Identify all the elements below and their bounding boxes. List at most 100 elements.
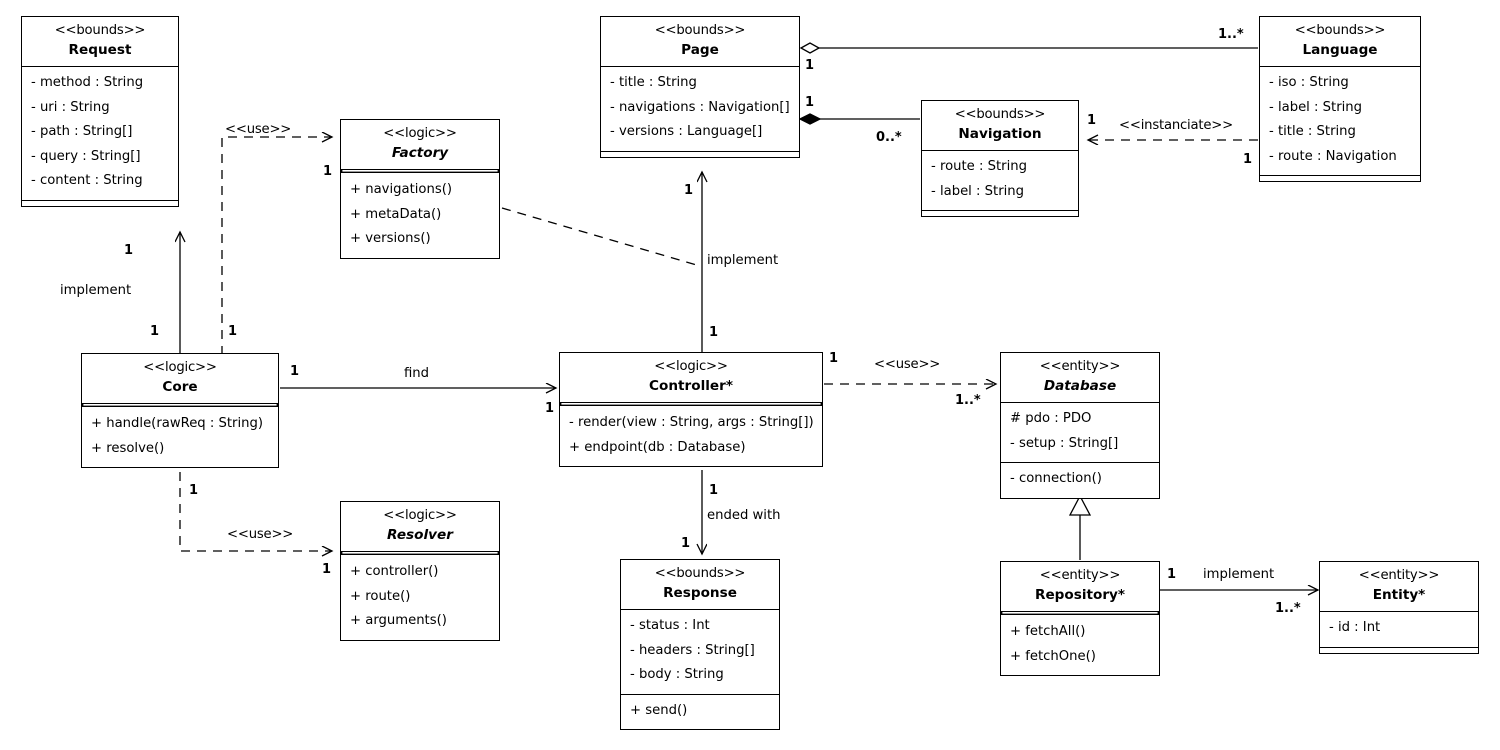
empty-operations-compartment [22, 199, 178, 206]
class-header-controller: <<logic>> Controller* [560, 353, 822, 404]
class-box-repository[interactable]: <<entity>> Repository* + fetchAll() + fe… [1000, 561, 1160, 677]
edge-label-implement-repository-entity: implement [1203, 567, 1275, 582]
multiplicity-label: 1 [150, 324, 160, 339]
operations-compartment: + navigations() + metaData() + versions(… [341, 170, 499, 258]
multiplicity-label: 1 [124, 243, 134, 258]
attribute-row: - label : String [1269, 99, 1363, 115]
class-header-database: <<entity>> Database [1001, 353, 1159, 404]
class-stereotype: <<entity>> [1039, 568, 1121, 583]
operation-row: + fetchAll() [1010, 624, 1086, 640]
multiplicity-label: 1 [709, 483, 719, 498]
multiplicity-label: 1 [1243, 152, 1253, 167]
attributes-compartment: - route : String - label : String [922, 151, 1078, 210]
attribute-row: - uri : String [31, 99, 110, 115]
class-box-database[interactable]: <<entity>> Database # pdo : PDO - setup … [1000, 352, 1160, 499]
class-stereotype: <<bounds>> [654, 23, 746, 38]
class-header-factory: <<logic>> Factory [341, 120, 499, 171]
class-box-factory[interactable]: <<logic>> Factory + navigations() + meta… [340, 119, 500, 259]
multiplicity-label: 1 [1167, 567, 1177, 582]
class-box-core[interactable]: <<logic>> Core + handle(rawReq : String)… [81, 353, 279, 469]
edge-core-factory-use [221, 137, 332, 355]
attributes-compartment: # pdo : PDO - setup : String[] [1001, 403, 1159, 462]
attributes-compartment: - title : String - navigations : Navigat… [601, 67, 799, 151]
edge-label-use-controller-database: <<use>> [874, 357, 941, 372]
class-stereotype: <<logic>> [143, 360, 217, 375]
operations-compartment: - connection() [1001, 462, 1159, 498]
class-box-page[interactable]: <<bounds>> Page - title : String - navig… [600, 16, 800, 158]
edge-label-ended-with: ended with [707, 508, 781, 523]
attribute-row: - id : Int [1329, 620, 1381, 636]
class-stereotype: <<bounds>> [954, 107, 1046, 122]
class-name: Database [1043, 377, 1117, 394]
class-name: Factory [391, 144, 449, 161]
class-box-resolver[interactable]: <<logic>> Resolver + controller() + rout… [340, 501, 500, 641]
attribute-row: - versions : Language[] [610, 124, 763, 140]
multiplicity-label: 1 [545, 401, 555, 416]
operation-row: + arguments() [350, 613, 447, 629]
multiplicity-label: 1 [805, 58, 815, 73]
operations-compartment: - render(view : String, args : String[])… [560, 403, 822, 466]
operation-row: + handle(rawReq : String) [91, 416, 264, 432]
empty-operations-compartment [601, 150, 799, 157]
multiplicity-label: 1..* [955, 393, 981, 408]
multiplicity-label: 0..* [876, 130, 902, 145]
multiplicity-label: 1..* [1218, 27, 1244, 42]
attribute-row: - navigations : Navigation[] [610, 99, 790, 115]
attribute-row: - status : Int [630, 618, 710, 634]
class-name: Entity* [1372, 586, 1426, 603]
class-name: Response [663, 584, 737, 601]
attributes-compartment: - method : String - uri : String - path … [22, 67, 178, 200]
attribute-row: - path : String[] [31, 124, 133, 140]
operation-row: - connection() [1010, 471, 1102, 487]
class-box-request[interactable]: <<bounds>> Request - method : String - u… [21, 16, 179, 207]
class-box-entity[interactable]: <<entity>> Entity* - id : Int [1319, 561, 1479, 654]
operation-row: + controller() [350, 564, 439, 580]
attribute-row: - method : String [31, 75, 144, 91]
operation-row: + endpoint(db : Database) [569, 439, 746, 455]
multiplicity-label: 1 [1087, 113, 1097, 128]
operations-compartment: + send() [621, 693, 779, 730]
class-box-controller[interactable]: <<logic>> Controller* - render(view : St… [559, 352, 823, 468]
empty-operations-compartment [922, 210, 1078, 217]
class-stereotype: <<logic>> [383, 126, 457, 141]
operations-compartment: + fetchAll() + fetchOne() [1001, 612, 1159, 675]
class-header-resolver: <<logic>> Resolver [341, 502, 499, 553]
attributes-compartment: - status : Int - headers : String[] - bo… [621, 610, 779, 694]
edge-page-navigation-composition [798, 113, 920, 125]
attribute-row: - title : String [1269, 124, 1356, 140]
class-stereotype: <<bounds>> [654, 566, 746, 581]
operation-row: + navigations() [350, 182, 453, 198]
class-name: Language [1302, 41, 1378, 58]
operation-row: + send() [630, 702, 688, 718]
attribute-row: - headers : String[] [630, 642, 755, 658]
attributes-compartment: - id : Int [1320, 612, 1478, 647]
empty-operations-compartment [1260, 175, 1420, 182]
class-header-language: <<bounds>> Language [1260, 17, 1420, 68]
class-header-page: <<bounds>> Page [601, 17, 799, 68]
class-name: Resolver [387, 526, 453, 543]
class-name: Controller* [649, 377, 733, 394]
class-name: Page [681, 41, 719, 58]
edge-label-find: find [404, 366, 430, 381]
attribute-row: - body : String [630, 667, 724, 683]
class-box-language[interactable]: <<bounds>> Language - iso : String - lab… [1259, 16, 1421, 183]
multiplicity-label: 1 [323, 164, 333, 179]
operations-compartment: + controller() + route() + arguments() [341, 552, 499, 640]
edge-label-implement-controller-page: implement [707, 253, 779, 268]
class-stereotype: <<entity>> [1358, 568, 1440, 583]
multiplicity-label: 1 [189, 483, 199, 498]
class-box-navigation[interactable]: <<bounds>> Navigation - route : String -… [921, 100, 1079, 218]
multiplicity-label: 1 [805, 95, 815, 110]
multiplicity-label: 1 [322, 562, 332, 577]
operations-compartment: + handle(rawReq : String) + resolve() [82, 404, 278, 467]
class-header-navigation: <<bounds>> Navigation [922, 101, 1078, 152]
attribute-row: - setup : String[] [1010, 435, 1119, 451]
attribute-row: - title : String [610, 75, 697, 91]
operation-row: - render(view : String, args : String[]) [569, 415, 814, 431]
class-name: Repository* [1034, 586, 1126, 603]
class-box-response[interactable]: <<bounds>> Response - status : Int - hea… [620, 559, 780, 731]
edge-label-use-core-resolver: <<use>> [227, 527, 294, 542]
multiplicity-label: 1 [709, 325, 719, 340]
class-header-core: <<logic>> Core [82, 354, 278, 405]
